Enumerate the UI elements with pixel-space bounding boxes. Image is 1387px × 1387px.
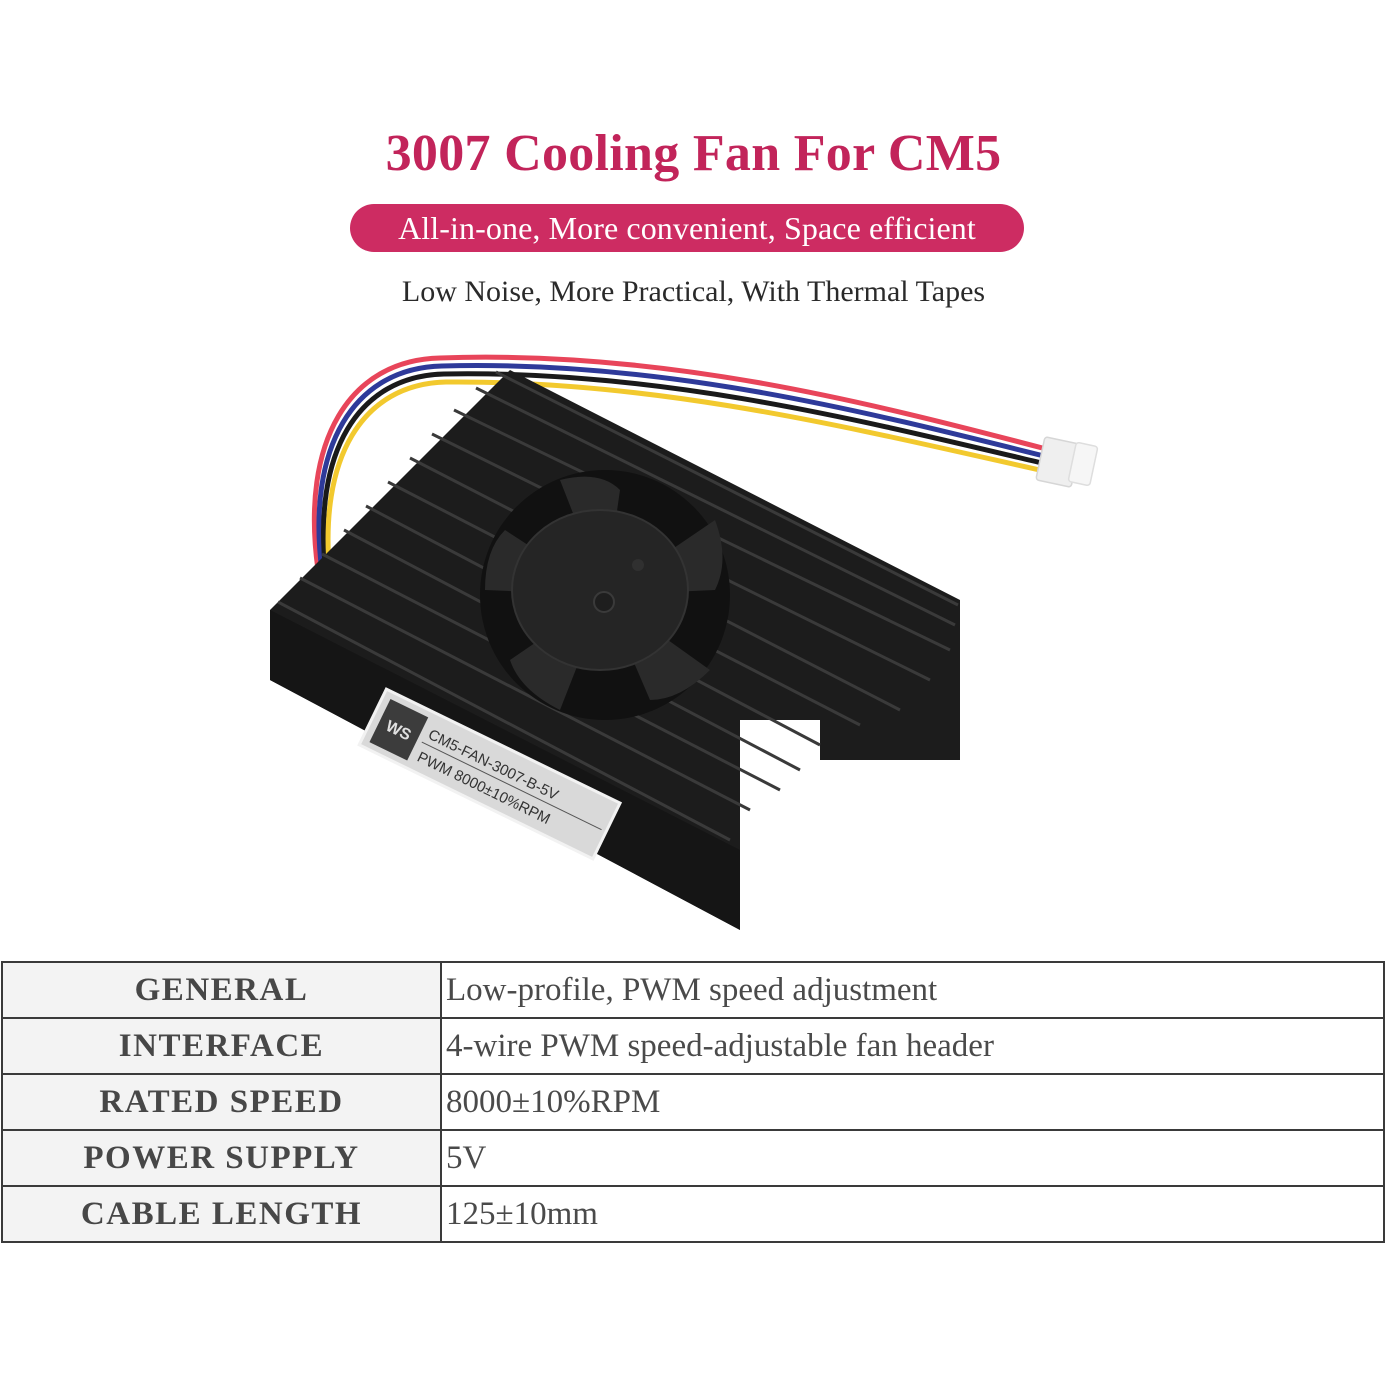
spec-label: CABLE LENGTH	[1, 1185, 442, 1243]
tagline-badge: All-in-one, More convenient, Space effic…	[350, 204, 1024, 252]
table-row: INTERFACE 4-wire PWM speed-adjustable fa…	[1, 1017, 1385, 1075]
spec-label: POWER SUPPLY	[1, 1129, 442, 1187]
table-row: RATED SPEED 8000±10%RPM	[1, 1073, 1385, 1131]
spec-label: RATED SPEED	[1, 1073, 442, 1131]
spec-value: 125±10mm	[440, 1185, 1385, 1243]
spec-table: GENERAL Low-profile, PWM speed adjustmen…	[1, 961, 1385, 1243]
jst-connector-icon	[1035, 436, 1099, 488]
spec-value: 5V	[440, 1129, 1385, 1187]
subtitle: Low Noise, More Practical, With Thermal …	[401, 275, 986, 308]
spec-label: GENERAL	[1, 961, 442, 1019]
spec-label: INTERFACE	[1, 1017, 442, 1075]
spec-value: Low-profile, PWM speed adjustment	[440, 961, 1385, 1019]
table-row: POWER SUPPLY 5V	[1, 1129, 1385, 1187]
page-title: 3007 Cooling Fan For CM5	[385, 125, 1002, 182]
product-image: WS CM5-FAN-3007-B-5V PWM 8000±10%RPM	[270, 354, 1099, 930]
fan-icon	[480, 470, 730, 720]
spec-value: 4-wire PWM speed-adjustable fan header	[440, 1017, 1385, 1075]
spec-value: 8000±10%RPM	[440, 1073, 1385, 1131]
table-row: CABLE LENGTH 125±10mm	[1, 1185, 1385, 1243]
table-row: GENERAL Low-profile, PWM speed adjustmen…	[1, 961, 1385, 1019]
